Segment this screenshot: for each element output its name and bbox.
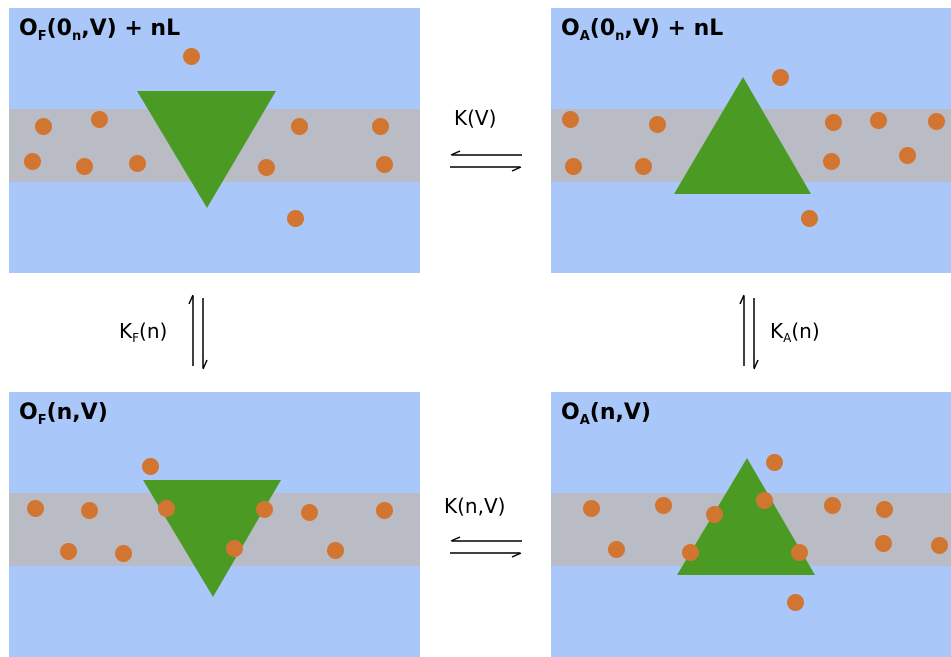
ligand-dot xyxy=(790,543,808,561)
ligand-dot xyxy=(34,117,52,135)
ligand-dot xyxy=(326,541,344,559)
ligand-dot xyxy=(755,491,773,509)
panel-of-n-v: OF(n,V) xyxy=(9,392,420,657)
ligand-dot xyxy=(300,503,318,521)
equilibrium-arrows-vertical-icon xyxy=(739,294,759,370)
ligand-dot xyxy=(128,154,146,172)
ligand-dot xyxy=(157,499,175,517)
ligand-dot xyxy=(654,496,672,514)
ligand-dot xyxy=(75,157,93,175)
ligand-dot xyxy=(648,115,666,133)
protein-open-triangle xyxy=(677,458,815,575)
ligand-dot xyxy=(681,543,699,561)
ligand-dot xyxy=(182,47,200,65)
state-label-oa-n-v: OA(n,V) xyxy=(561,400,651,428)
panel-of-0n-v: OF(0n,V) + nL xyxy=(9,8,420,273)
ligand-dot xyxy=(255,500,273,518)
ligand-dot xyxy=(634,157,652,175)
ligand-dot xyxy=(286,209,304,227)
ligand-dot xyxy=(371,117,389,135)
panel-oa-0n-v: OA(0n,V) + nL xyxy=(551,8,951,273)
ligand-dot xyxy=(771,68,789,86)
ligand-dot xyxy=(874,534,892,552)
ligand-dot xyxy=(607,540,625,558)
protein-closed-triangle xyxy=(137,91,276,208)
ligand-dot xyxy=(823,496,841,514)
ligand-dot xyxy=(705,505,723,523)
rate-label-kf-n: KF(n) xyxy=(119,319,168,345)
ligand-dot xyxy=(898,146,916,164)
ligand-dot xyxy=(582,499,600,517)
ligand-dot xyxy=(927,112,945,130)
ligand-dot xyxy=(375,501,393,519)
ligand-dot xyxy=(290,117,308,135)
ligand-dot xyxy=(23,152,41,170)
state-label-oa-0n-v: OA(0n,V) + nL xyxy=(561,16,724,44)
ligand-dot xyxy=(225,539,243,557)
ligand-dot xyxy=(786,593,804,611)
equilibrium-arrows-vertical-icon xyxy=(188,294,208,370)
equilibrium-arrows-icon xyxy=(450,536,522,558)
ligand-dot xyxy=(114,544,132,562)
rate-label-k-n-v: K(n,V) xyxy=(444,494,506,518)
state-label-of-n-v: OF(n,V) xyxy=(19,400,108,428)
ligand-dot xyxy=(564,157,582,175)
equilibrium-arrows-icon xyxy=(450,150,522,172)
ligand-dot xyxy=(822,152,840,170)
ligand-dot xyxy=(561,110,579,128)
ligand-dot xyxy=(59,542,77,560)
ligand-dot xyxy=(930,536,948,554)
ligand-dot xyxy=(869,111,887,129)
rate-label-ka-n: KA(n) xyxy=(770,319,820,345)
ligand-dot xyxy=(824,113,842,131)
ligand-dot xyxy=(800,209,818,227)
panel-oa-n-v: OA(n,V) xyxy=(551,392,951,657)
ligand-dot xyxy=(257,158,275,176)
state-label-of-0n-v: OF(0n,V) + nL xyxy=(19,16,181,44)
ligand-dot xyxy=(375,155,393,173)
ligand-dot xyxy=(90,110,108,128)
protein-closed-triangle xyxy=(143,480,281,597)
protein-open-triangle xyxy=(674,77,811,194)
ligand-dot xyxy=(875,500,893,518)
ligand-dot xyxy=(80,501,98,519)
ligand-dot xyxy=(141,457,159,475)
ligand-dot xyxy=(765,453,783,471)
ligand-dot xyxy=(26,499,44,517)
rate-label-k-v: K(V) xyxy=(454,106,497,130)
